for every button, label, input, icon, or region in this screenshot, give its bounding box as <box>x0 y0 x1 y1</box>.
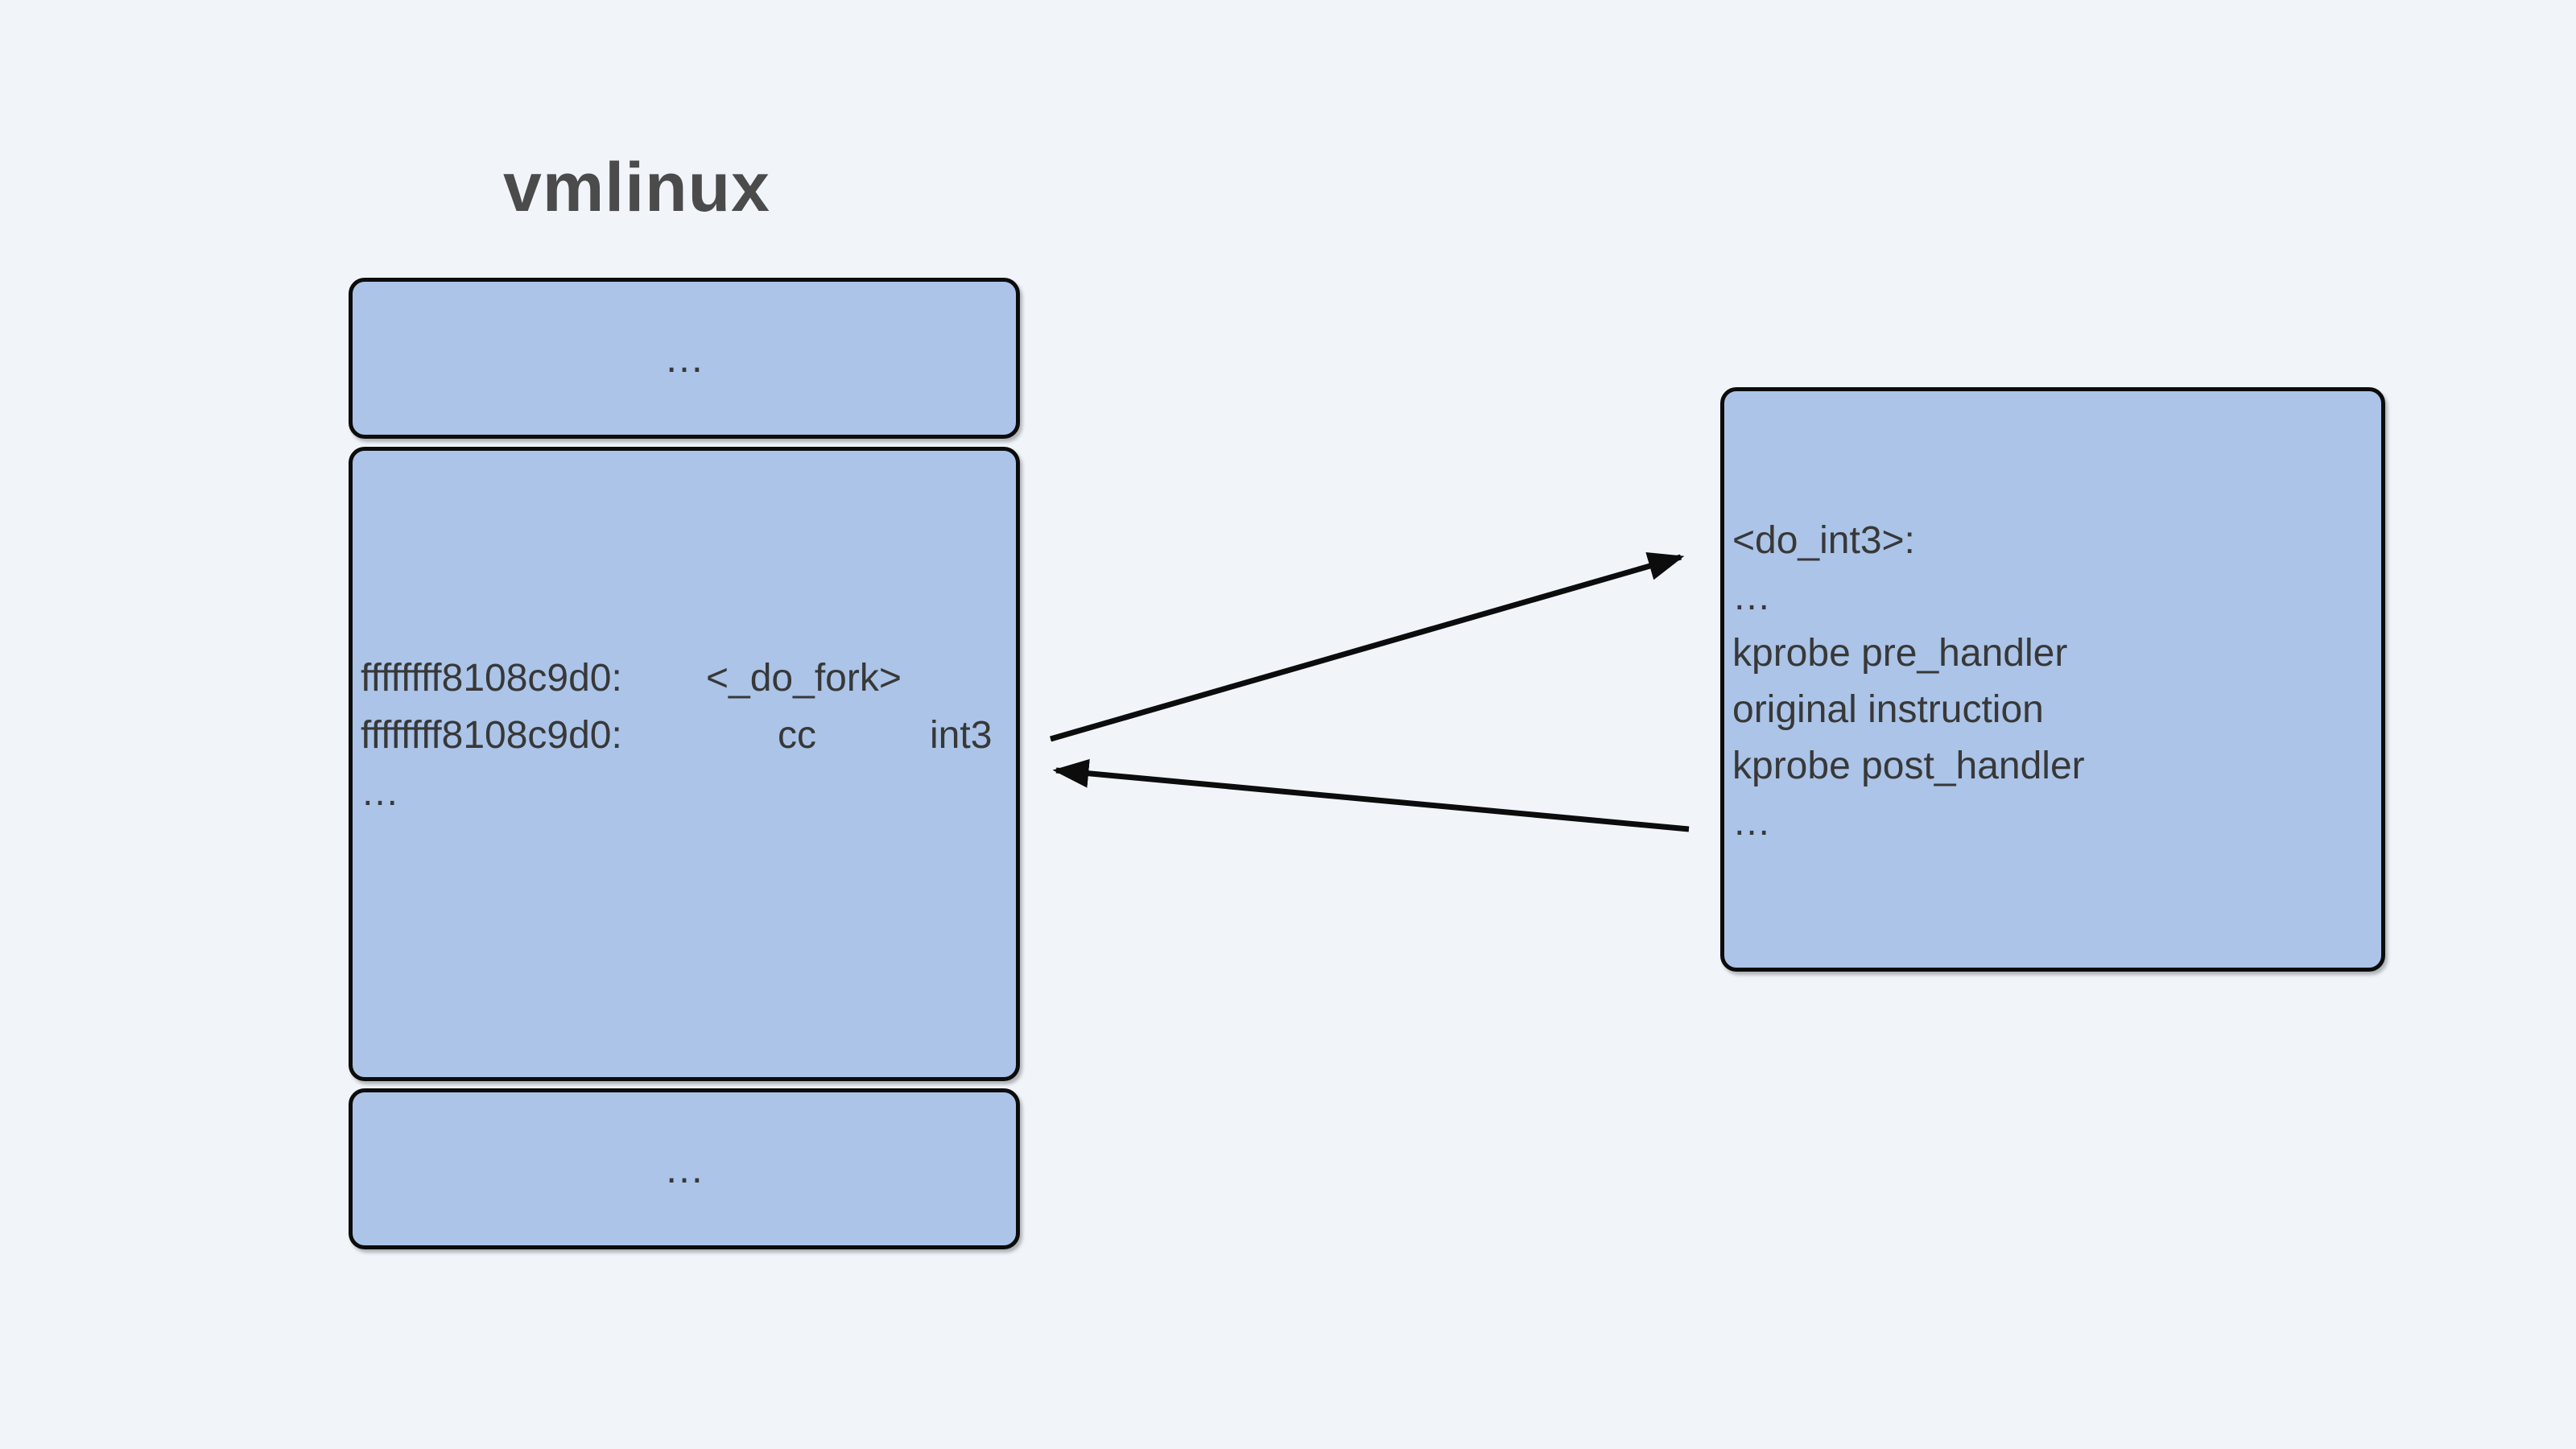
handler-line-do-int3-label: <do_int3>: <box>1732 519 1915 562</box>
do-int3-handler-box: <do_int3>: … kprobe pre_handler original… <box>1720 387 2385 972</box>
vmlinux-title: vmlinux <box>503 149 770 226</box>
code-line-do-fork: ffffffff8108c9d0: <_do_fork> <box>361 650 992 707</box>
code-address: ffffffff8108c9d0: <box>361 657 622 700</box>
handler-line-original-insn: original instruction <box>1732 688 2044 731</box>
vmlinux-code-box: ffffffff8108c9d0: <_do_fork> ffffffff8108… <box>349 447 1020 1081</box>
top-box-ellipsis: … <box>664 336 704 381</box>
vmlinux-top-section-box: … <box>349 278 1020 439</box>
int3-mnemonic: int3 <box>930 714 993 757</box>
handler-line-post-handler: kprobe post_handler <box>1732 745 2085 787</box>
code-listing: ffffffff8108c9d0: <_do_fork> ffffffff8108… <box>361 650 992 821</box>
handler-listing: <do_int3>: … kprobe pre_handler original… <box>1732 513 2085 851</box>
handler-line-pre-handler: kprobe pre_handler <box>1732 632 2068 675</box>
code-line-ellipsis: … <box>361 771 399 814</box>
arrow-int3-to-handler <box>1050 551 1685 742</box>
bottom-box-ellipsis: … <box>664 1146 704 1191</box>
handler-line-ellipsis-1: … <box>1732 576 1771 618</box>
do-fork-symbol: <_do_fork> <box>706 657 902 700</box>
code-line-int3: ffffffff8108c9d0: cc int3 <box>361 707 992 764</box>
vmlinux-bottom-section-box: … <box>349 1088 1020 1249</box>
handler-line-ellipsis-2: … <box>1732 801 1771 844</box>
code-address: ffffffff8108c9d0: <box>361 714 622 757</box>
int3-opcode-bytes: cc <box>778 714 816 757</box>
arrow-handler-return <box>1052 758 1690 832</box>
